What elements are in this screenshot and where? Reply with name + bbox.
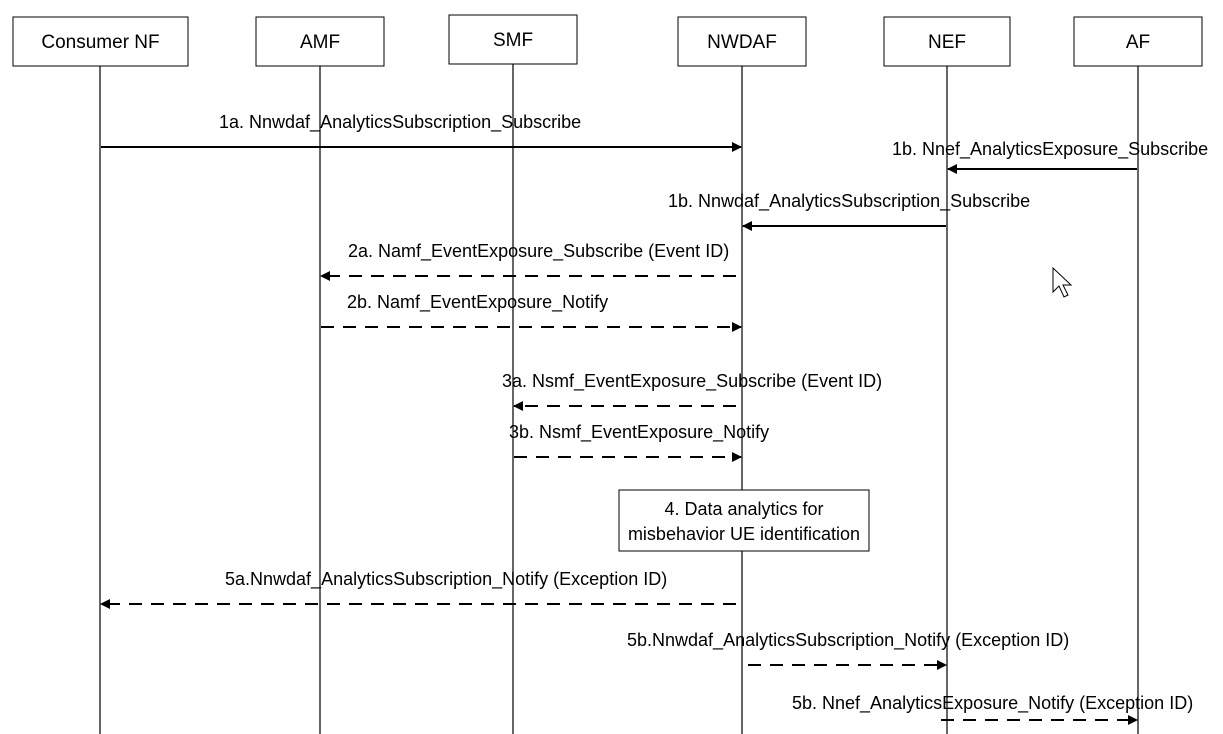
message-5b-nef-label: 5b. Nnef_AnalyticsExposure_Notify (Excep… (792, 693, 1193, 714)
analytics-note-line1: 4. Data analytics for (664, 499, 823, 519)
mouse-cursor-icon (1052, 266, 1073, 298)
message-5a-label: 5a.Nnwdaf_AnalyticsSubscription_Notify (… (225, 569, 667, 590)
message-2a: 2a. Namf_EventExposure_Subscribe (Event … (320, 241, 736, 281)
svg-text:NEF: NEF (928, 32, 966, 53)
message-2b-label: 2b. Namf_EventExposure_Notify (347, 292, 608, 313)
message-1b-nef-label: 1b. Nnwdaf_AnalyticsSubscription_Subscri… (668, 191, 1030, 212)
svg-text:Consumer NF: Consumer NF (41, 32, 159, 53)
svg-text:AMF: AMF (300, 32, 340, 53)
message-5b-nwdaf-label: 5b.Nnwdaf_AnalyticsSubscription_Notify (… (627, 630, 1069, 651)
message-1a: 1a. Nnwdaf_AnalyticsSubscription_Subscri… (101, 112, 742, 152)
message-1b-nef-to-nwdaf: 1b. Nnwdaf_AnalyticsSubscription_Subscri… (668, 191, 1030, 231)
entity-consumer-nf: Consumer NF (12, 16, 189, 67)
message-2b: 2b. Namf_EventExposure_Notify (321, 292, 742, 332)
message-1b-af-label: 1b. Nnef_AnalyticsExposure_Subscribe (892, 139, 1208, 160)
message-1b-af-to-nef: 1b. Nnef_AnalyticsExposure_Subscribe (892, 139, 1208, 174)
svg-text:SMF: SMF (493, 30, 533, 51)
entity-nwdaf: NWDAF (677, 16, 807, 67)
message-3a: 3a. Nsmf_EventExposure_Subscribe (Event … (502, 371, 882, 411)
message-5b-nef-to-af: 5b. Nnef_AnalyticsExposure_Notify (Excep… (792, 693, 1193, 725)
message-5a: 5a.Nnwdaf_AnalyticsSubscription_Notify (… (100, 569, 736, 609)
message-1a-label: 1a. Nnwdaf_AnalyticsSubscription_Subscri… (219, 112, 581, 133)
message-5b-nwdaf-to-nef: 5b.Nnwdaf_AnalyticsSubscription_Notify (… (627, 630, 1069, 670)
message-3b: 3b. Nsmf_EventExposure_Notify (509, 422, 769, 462)
message-3b-label: 3b. Nsmf_EventExposure_Notify (509, 422, 769, 443)
entity-nef: NEF (883, 16, 1011, 67)
svg-text:NWDAF: NWDAF (707, 32, 777, 53)
entity-af: AF (1073, 16, 1203, 67)
analytics-note: 4. Data analytics for misbehavior UE ide… (618, 489, 870, 552)
entity-amf: AMF (255, 16, 385, 67)
entity-smf: SMF (448, 14, 578, 65)
svg-text:AF: AF (1126, 32, 1150, 53)
message-2a-label: 2a. Namf_EventExposure_Subscribe (Event … (348, 241, 729, 262)
message-3a-label: 3a. Nsmf_EventExposure_Subscribe (Event … (502, 371, 882, 392)
analytics-note-line2: misbehavior UE identification (628, 524, 860, 544)
